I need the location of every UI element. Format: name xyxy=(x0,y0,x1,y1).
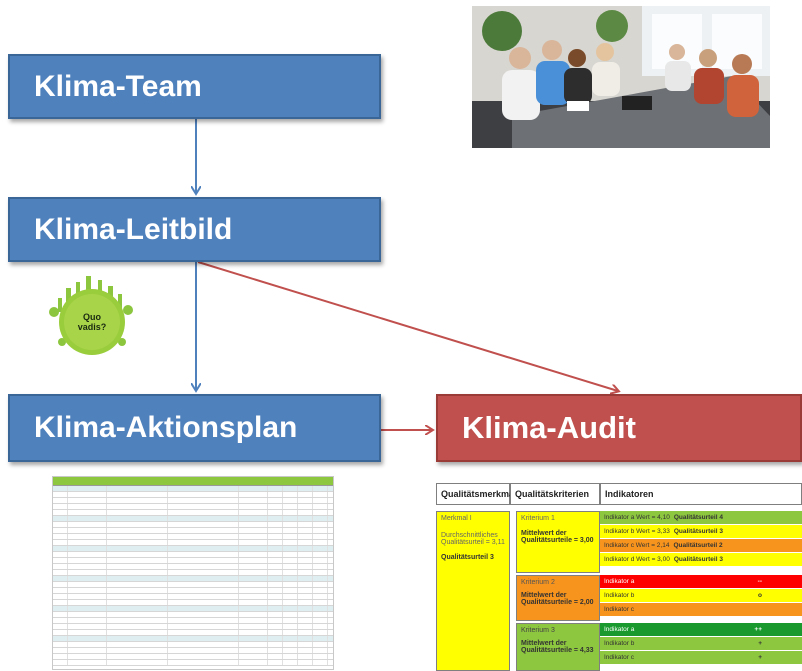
sheet-row xyxy=(53,660,333,666)
header-qualitaetsmerkmal: Qualitätsmerkmal xyxy=(436,483,517,505)
sheet-row xyxy=(53,600,333,606)
indicator-label: Indikator a Wert = 4,10 xyxy=(604,514,670,521)
kriterium-1-title: Kriterium 1 xyxy=(521,515,555,522)
indicator-label: Indikator c xyxy=(604,606,634,613)
sheet-row xyxy=(53,606,333,612)
klima-audit-label: Klima-Audit xyxy=(462,410,636,445)
kriterium-1-cell: Kriterium 1 Mittelwert der Qualitätsurte… xyxy=(516,511,600,573)
merkmal-line2: Qualitätsurteil 3 xyxy=(441,554,494,561)
merkmal-line1: Durchschnittliches Qualitätsurteil = 3,1… xyxy=(441,532,505,546)
sheet-row xyxy=(53,504,333,510)
quo-vadis-logo: Quo vadis? xyxy=(42,270,142,366)
sheet-row xyxy=(53,588,333,594)
sheet-row xyxy=(53,594,333,600)
indicator-row: Indikator b + xyxy=(600,637,802,651)
kriterium-2-cell: Kriterium 2 Mittelwert der Qualitätsurte… xyxy=(516,575,600,621)
sheet-row xyxy=(53,642,333,648)
team-photo xyxy=(472,6,770,148)
arrow-leitbild-to-audit xyxy=(197,261,618,391)
kriterium-2-text: Mittelwert der Qualitätsurteile = 2,00 xyxy=(521,592,594,606)
sheet-row xyxy=(53,624,333,630)
sheet-row xyxy=(53,654,333,660)
sheet-row xyxy=(53,612,333,618)
merkmal-cell: Merkmal I Durchschnittliches Qualitätsur… xyxy=(436,511,510,671)
audit-table: Qualitätsmerkmal Qualitätskriterien Indi… xyxy=(436,483,802,671)
indicator-label: Indikator a xyxy=(604,578,635,585)
klima-team-label: Klima-Team xyxy=(34,69,202,103)
quo-vadis-text: Quo xyxy=(83,312,101,322)
indicator-urteil: Qualitätsurteil 3 xyxy=(673,556,723,563)
klima-leitbild-box: Klima-Leitbild xyxy=(8,197,381,262)
klima-aktionsplan-box: Klima-Aktionsplan xyxy=(8,394,381,462)
sheet-row xyxy=(53,492,333,498)
aktionsplan-spreadsheet-thumbnail xyxy=(52,476,334,670)
sheet-row xyxy=(53,636,333,642)
sheet-row xyxy=(53,570,333,576)
sheet-row xyxy=(53,552,333,558)
indicator-urteil: Qualitätsurteil 3 xyxy=(673,528,723,535)
indicator-row: Indikator c + xyxy=(600,651,802,665)
header-qualitaetskriterien: Qualitätskriterien xyxy=(510,483,600,505)
sheet-row xyxy=(53,486,333,492)
sheet-row xyxy=(53,648,333,654)
sheet-row xyxy=(53,564,333,570)
kriterium-3-cell: Kriterium 3 Mittelwert der Qualitätsurte… xyxy=(516,623,600,671)
indicator-mark: o xyxy=(758,592,762,599)
sheet-row xyxy=(53,498,333,504)
header-indikatoren: Indikatoren xyxy=(600,483,802,505)
indicator-mark: ++ xyxy=(754,626,762,633)
sheet-row xyxy=(53,516,333,522)
sheet-row xyxy=(53,618,333,624)
sheet-header-bar xyxy=(53,477,333,486)
kriterium-1-text: Mittelwert der Qualitätsurteile = 3,00 xyxy=(521,530,594,544)
sheet-row xyxy=(53,534,333,540)
indicator-label: Indikator d Wert = 3,00 xyxy=(604,556,670,563)
merkmal-title: Merkmal I xyxy=(441,515,472,522)
sheet-row xyxy=(53,558,333,564)
indicator-urteil: Qualitätsurteil 2 xyxy=(673,542,723,549)
indicator-label: Indikator a xyxy=(604,626,635,633)
indicator-mark: -- xyxy=(757,578,762,585)
kriterium-3-text: Mittelwert der Qualitätsurteile = 4,33 xyxy=(521,640,594,654)
sheet-row xyxy=(53,630,333,636)
indicator-row: Indikator b o xyxy=(600,589,802,603)
sheet-row xyxy=(53,582,333,588)
klima-team-box: Klima-Team xyxy=(8,54,381,119)
indicator-row: Indikator c xyxy=(600,603,802,617)
klima-audit-box: Klima-Audit xyxy=(436,394,802,462)
indicator-label: Indikator b xyxy=(604,592,635,599)
sheet-row xyxy=(53,576,333,582)
quo-vadis-text-2: vadis? xyxy=(78,322,107,332)
indicator-row: Indikator a ++ xyxy=(600,623,802,637)
indicator-label: Indikator b xyxy=(604,640,635,647)
kriterium-3-title: Kriterium 3 xyxy=(521,627,555,634)
indicator-mark: + xyxy=(758,654,762,661)
indicator-label: Indikator c Wert = 2,14 xyxy=(604,542,670,549)
sheet-row xyxy=(53,546,333,552)
sheet-row xyxy=(53,528,333,534)
sheet-row xyxy=(53,510,333,516)
sheet-row xyxy=(53,522,333,528)
indicator-mark: + xyxy=(758,640,762,647)
kriterium-2-title: Kriterium 2 xyxy=(521,579,555,586)
indicator-label: Indikator b Wert = 3,33 xyxy=(604,528,670,535)
klima-leitbild-label: Klima-Leitbild xyxy=(34,212,233,246)
indicator-urteil: Qualitätsurteil 4 xyxy=(673,514,723,521)
indicator-label: Indikator c xyxy=(604,654,634,661)
indicator-row: Indikator a -- xyxy=(600,575,802,589)
klima-aktionsplan-label: Klima-Aktionsplan xyxy=(34,411,298,444)
sheet-row xyxy=(53,540,333,546)
